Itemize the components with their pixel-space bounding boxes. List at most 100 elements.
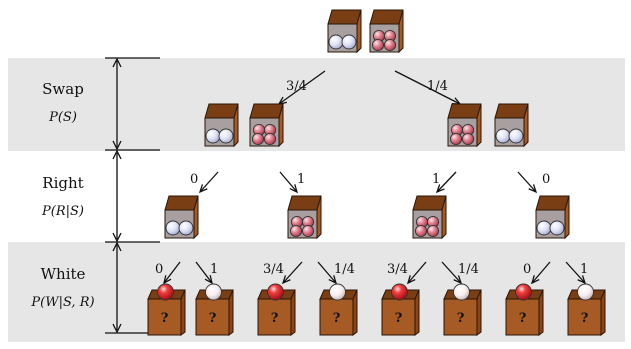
edge-label-white-1: 0: [155, 262, 163, 277]
edge-label-right-3: 1: [432, 172, 440, 187]
white-ball: [218, 128, 234, 144]
bracket-swap: [112, 57, 122, 151]
white-ball: [178, 220, 194, 236]
outcome-box-5: ?: [381, 283, 420, 336]
arrow-right-4: [517, 171, 538, 194]
outcome-box-3: ?: [257, 283, 296, 336]
edge-label-white-4: 1/4: [334, 262, 355, 277]
white-ball: [165, 220, 181, 236]
box-lid: [204, 103, 239, 119]
mystery-box-side: [352, 289, 358, 336]
swap-no-box-pink: [249, 103, 284, 148]
box-lid: [412, 195, 447, 211]
outcome-box-2: ?: [195, 283, 234, 336]
edge-label-white-6: 1/4: [458, 262, 479, 277]
ball-boxes: [164, 9, 570, 240]
red-ball-icon: [157, 283, 174, 301]
unknown-mark: ?: [161, 311, 169, 326]
outcome-box-8: ?: [567, 283, 606, 336]
right-box-3: [412, 195, 447, 240]
stage-swap-title: Swap: [42, 80, 84, 98]
white-ball: [508, 128, 524, 144]
white-ball: [549, 220, 565, 236]
unknown-mark: ?: [395, 311, 403, 326]
mystery-box-icon: [381, 298, 416, 336]
white-ball: [205, 128, 221, 144]
red-ball-icon: [267, 283, 284, 301]
arrow-white-4: [317, 261, 338, 285]
stage-white-title: White: [41, 265, 86, 283]
stage-white-formula: P(W|S, R): [30, 295, 94, 310]
box-lid: [287, 195, 322, 211]
white-ball: [341, 34, 357, 50]
box-lid: [535, 195, 570, 211]
edge-labels: 3/4 1/4 0 1 1 0 0 1 3/4 1/4 3/4 1/4 0 1: [155, 79, 588, 277]
root-box-pink: [369, 9, 404, 54]
right-box-1: [164, 195, 199, 240]
red-ball-icon: [391, 283, 408, 301]
swap-no-box-white: [204, 103, 239, 148]
stage-bracket: [105, 57, 160, 334]
bracket-white: [112, 241, 122, 334]
edge-label-white-8: 1: [580, 262, 588, 277]
white-ball-icon: [577, 283, 594, 301]
edge-label-right-2: 1: [297, 172, 305, 187]
arrow-right-1: [198, 171, 219, 194]
pink-ball: [426, 224, 440, 238]
arrow-white-2: [195, 261, 213, 285]
mystery-box-side: [290, 289, 296, 336]
unknown-mark: ?: [457, 311, 465, 326]
arrow-right-2: [279, 171, 299, 194]
box-lid: [249, 103, 284, 119]
pink-ball: [289, 224, 303, 238]
edge-label-white-5: 3/4: [387, 262, 408, 277]
mystery-box-icon: [567, 298, 602, 336]
edge-label-white-3: 3/4: [263, 262, 284, 277]
pink-ball: [449, 132, 463, 146]
arrow-white-8: [565, 261, 587, 285]
swap-yes-box-white: [494, 103, 529, 148]
arrow-white-3: [281, 261, 303, 285]
white-ball: [328, 34, 344, 50]
stage-swap-formula: P(S): [48, 110, 77, 125]
outcome-box-1: ?: [147, 283, 186, 336]
pink-ball: [301, 224, 315, 238]
box-lid: [369, 9, 404, 25]
outcome-box-7: ?: [505, 283, 544, 336]
mystery-box-icon: [505, 298, 540, 336]
mystery-box-side: [476, 289, 482, 336]
red-ball-icon: [515, 283, 532, 301]
outcome-box-4: ?: [319, 283, 358, 336]
root-box-white: [327, 9, 362, 54]
outcome-boxes: ????????: [147, 283, 606, 336]
mystery-box-icon: [257, 298, 292, 336]
arrow-white-5: [406, 261, 427, 285]
arrow-white-1: [163, 261, 181, 285]
box-lid: [327, 9, 362, 25]
box-lid: [494, 103, 529, 119]
pink-ball: [263, 132, 277, 146]
stage-right-formula: P(R|S): [41, 204, 84, 219]
swap-yes-box-pink: [447, 103, 482, 148]
unknown-mark: ?: [271, 311, 279, 326]
pink-ball: [383, 38, 397, 52]
white-ball: [536, 220, 552, 236]
edge-label-swap-no: 3/4: [286, 79, 307, 94]
pink-ball: [251, 132, 265, 146]
white-ball: [495, 128, 511, 144]
edge-label-right-4: 0: [542, 172, 550, 187]
stage-right-title: Right: [42, 174, 83, 192]
pink-ball: [461, 132, 475, 146]
arrow-white-7: [530, 261, 551, 285]
white-ball-icon: [329, 283, 346, 301]
mystery-box-side: [414, 289, 420, 336]
stage-labels: Swap P(S) Right P(R|S) White P(W|S, R): [30, 80, 94, 310]
pink-ball: [371, 38, 385, 52]
mystery-box-icon: [147, 298, 182, 336]
edge-label-right-1: 0: [190, 172, 198, 187]
white-ball-icon: [453, 283, 470, 301]
unknown-mark: ?: [333, 311, 341, 326]
mystery-box-side: [228, 289, 234, 336]
bracket-right: [112, 149, 122, 243]
